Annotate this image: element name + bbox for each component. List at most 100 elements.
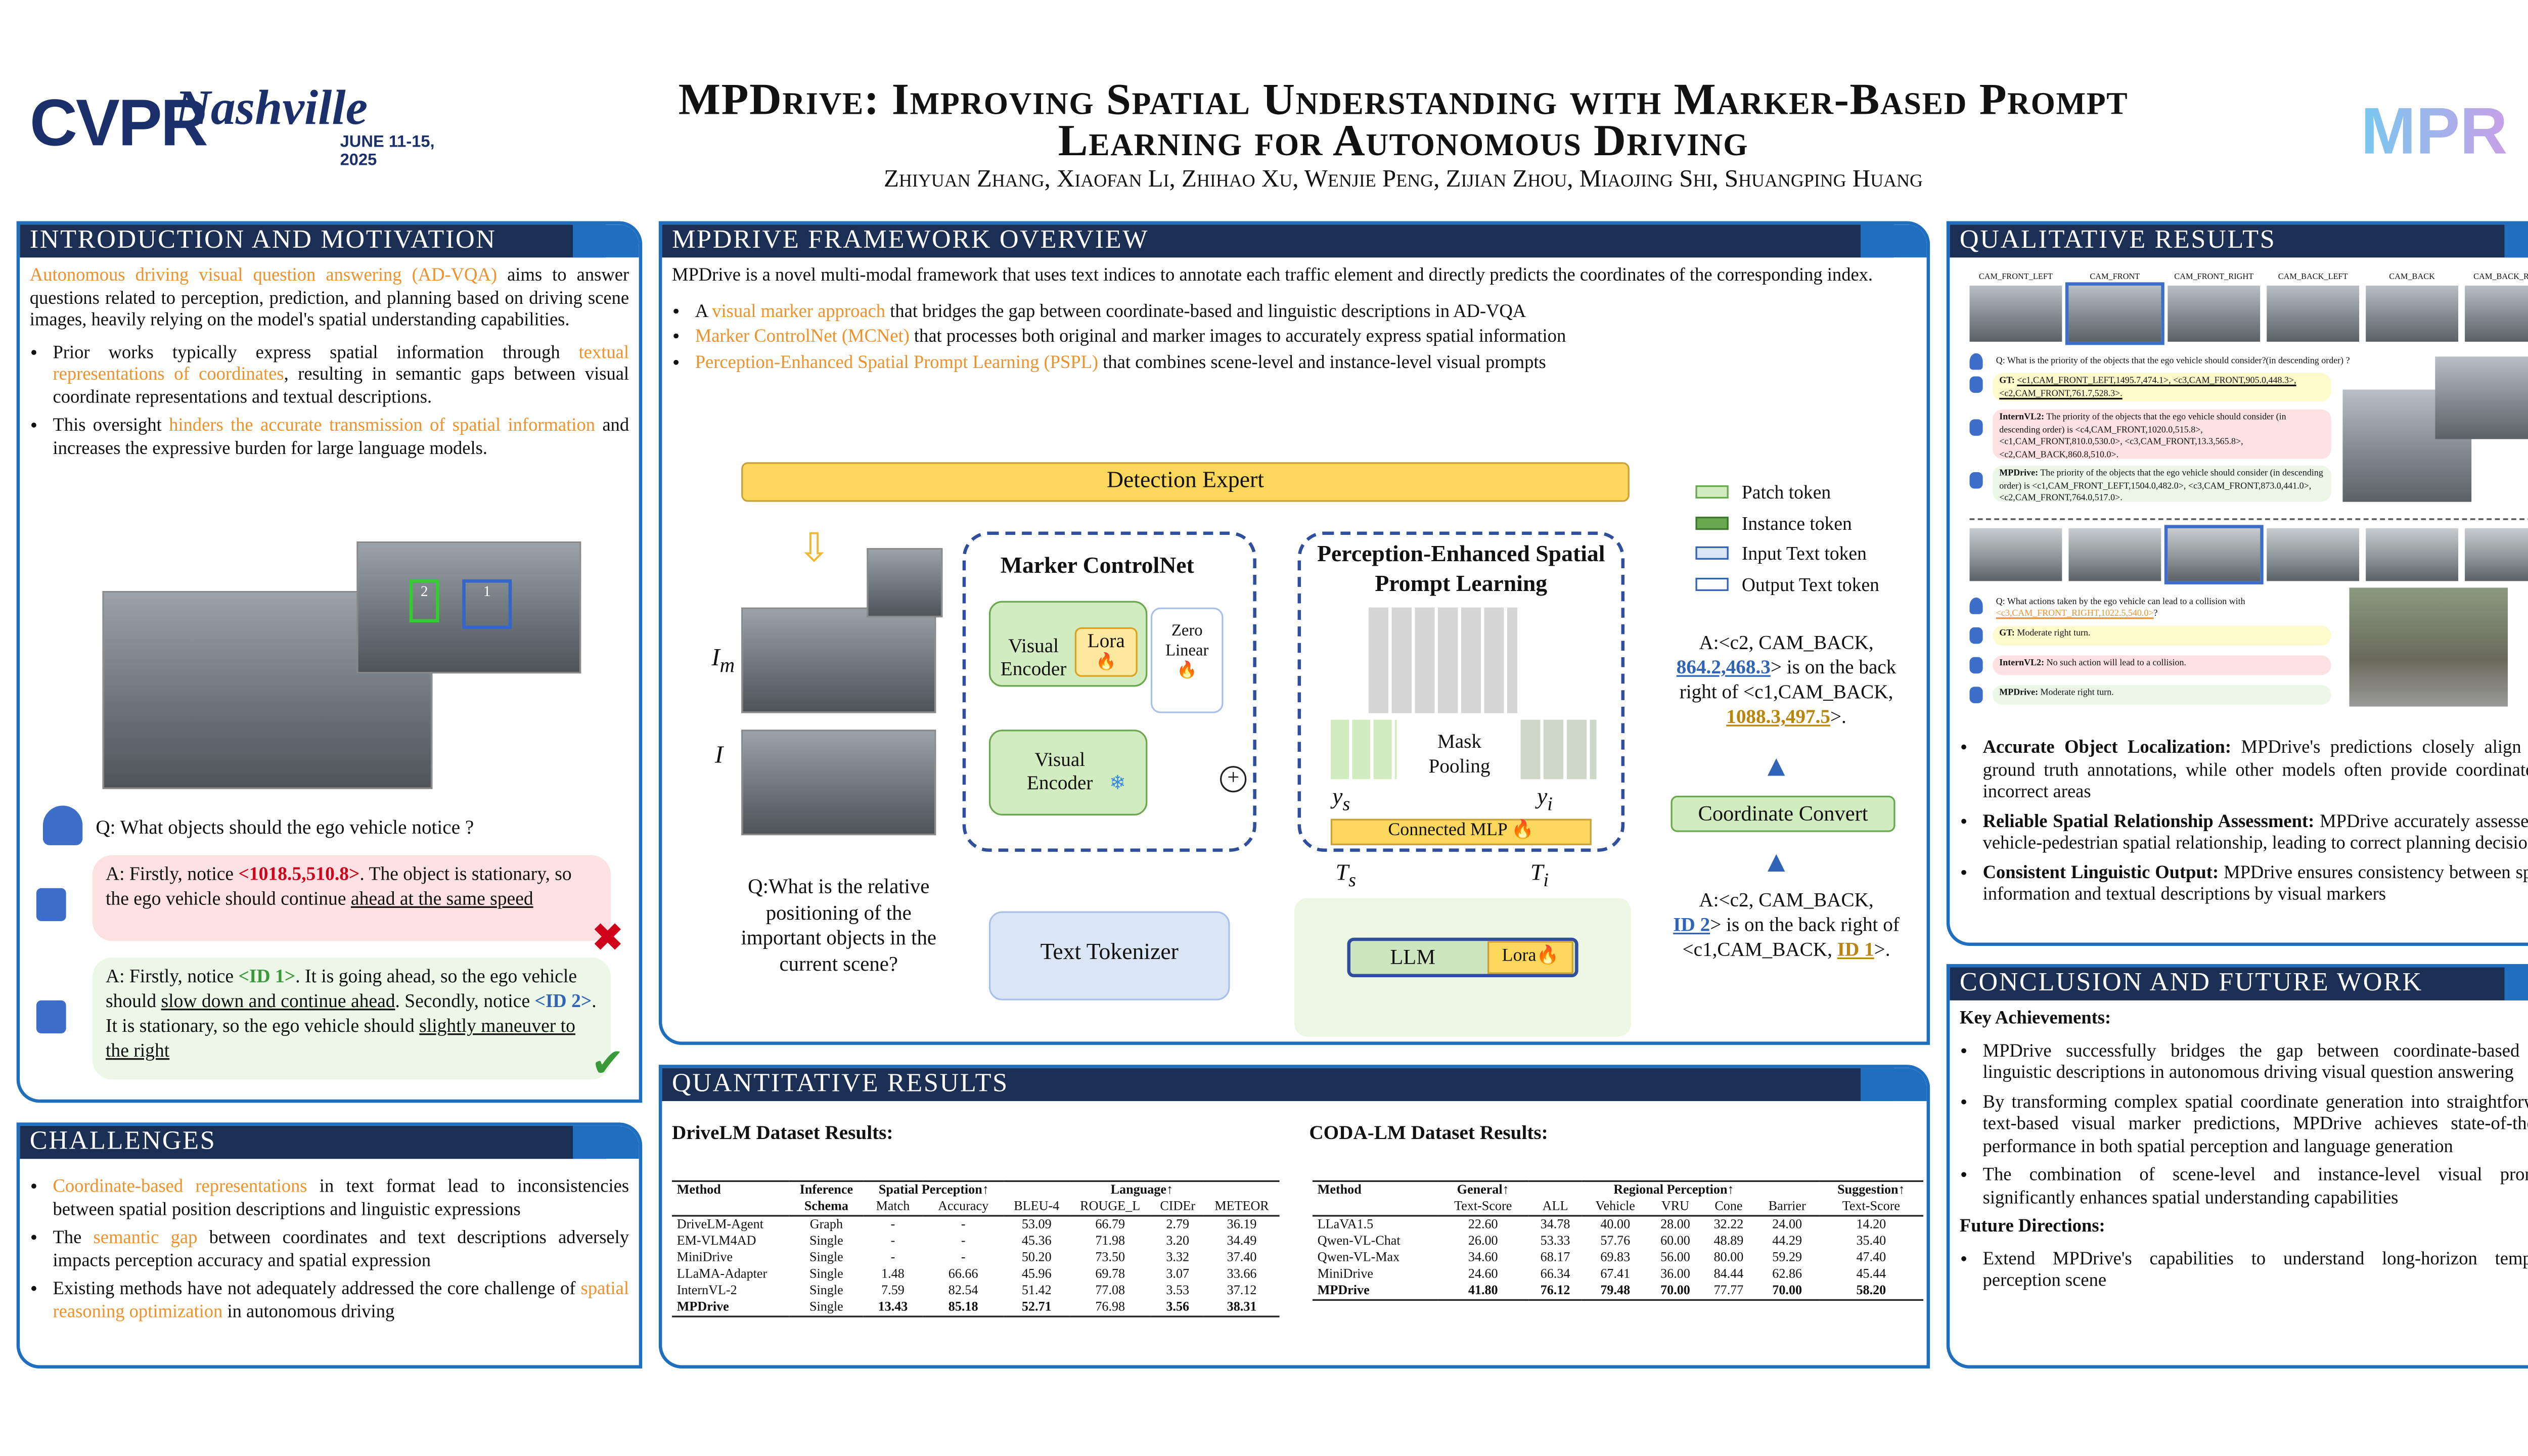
text: A: Firstly, notice [105, 865, 239, 885]
column-header: Method [676, 1181, 721, 1197]
table-cell: 77.08 [1095, 1283, 1125, 1298]
text: Output Text token [1741, 575, 1879, 596]
text: Zero Linear [1165, 622, 1209, 661]
instance-patches [1520, 719, 1597, 780]
authors: Zhiyuan Zhang, Xiaofan Li, Zhihao Xu, We… [884, 166, 1923, 194]
camera-row-2 [1969, 525, 2528, 584]
column-header: VRU [1661, 1198, 1690, 1213]
drivelm-caption: DriveLM Dataset Results: [671, 1121, 893, 1144]
challenges-title: Challenges [20, 1125, 639, 1159]
text: m [719, 654, 735, 677]
column-header: Text-Score [1454, 1198, 1512, 1213]
text: s [1342, 793, 1350, 815]
marker-1: 1 [462, 579, 512, 629]
coord: 864.2,468.3 [1676, 655, 1771, 679]
table-cell: 56.00 [1660, 1249, 1690, 1265]
text: A:<c2, CAM_BACK, [1699, 888, 1874, 912]
text: i [1543, 870, 1549, 891]
camera-view: CAM_BACK_LEFT [2267, 274, 2360, 350]
table-cell: EM-VLM4AD [676, 1233, 756, 1248]
table-cell: 35.40 [1856, 1233, 1886, 1248]
wrong-answer: A: Firstly, notice <1018.5,510.8>. The o… [92, 855, 611, 941]
camera-label: CAM_BACK_LEFT [2278, 274, 2348, 283]
table-cell: 37.12 [1227, 1283, 1257, 1298]
table-cell: - [961, 1216, 966, 1232]
table-cell: Qwen-VL-Chat [1317, 1233, 1401, 1248]
camera-image [2065, 282, 2164, 345]
label-ys: ys [1332, 786, 1350, 815]
text: >. [1830, 705, 1846, 728]
label: MPDrive: [1999, 688, 2039, 699]
robot-icon [36, 1000, 66, 1034]
text: . It is going ahead, so the ego vehicle … [105, 967, 577, 1012]
text: The [53, 1228, 94, 1248]
table-cell: 73.50 [1095, 1249, 1125, 1265]
table-cell: 32.22 [1713, 1216, 1744, 1232]
text: Lora [1087, 629, 1125, 652]
column-header: ROUGE_L [1080, 1198, 1141, 1213]
table-cell: MiniDrive [676, 1249, 733, 1265]
table-cell: 59.29 [1772, 1249, 1802, 1265]
table-cell: 3.53 [1166, 1283, 1190, 1298]
robot-icon [1969, 419, 1983, 436]
table-cell: 85.18 [948, 1299, 978, 1314]
text-tokenizer: Text Tokenizer [988, 911, 1230, 1000]
table-cell: 40.00 [1600, 1216, 1631, 1232]
correct-answer: A: Firstly, notice <ID 1>. It is going a… [92, 957, 611, 1080]
text: > is on the back right of <c1,CAM_BACK, [1682, 913, 1900, 961]
column-header: METEOR [1214, 1198, 1269, 1213]
poster-title: MPDrive: Improving Spatial Understanding… [462, 74, 2344, 163]
camera-image [2164, 525, 2264, 584]
column-header: Suggestion↑ [1837, 1181, 1905, 1197]
pspl-region [1297, 531, 1625, 852]
table-cell: 34.78 [1540, 1216, 1570, 1232]
camera-view: CAM_FRONT_LEFT [1969, 274, 2062, 350]
robot-icon [1969, 472, 1983, 489]
scene-image-2 [2349, 587, 2508, 707]
column-header: Text-Score [1842, 1198, 1901, 1213]
marker-2: 2 [409, 579, 439, 623]
mpr-logo: MPR [2361, 96, 2507, 170]
conclusion-panel: Conclusion and Future Work Key Achieveme… [1946, 964, 2528, 1369]
column-header: General↑ [1457, 1181, 1509, 1197]
table-cell: - [890, 1249, 895, 1265]
conference-dates: JUNE 11-15, 2025 [340, 133, 435, 170]
table-cell: 76.12 [1540, 1283, 1570, 1298]
table-cell: 77.77 [1713, 1283, 1744, 1298]
label: GT: [1999, 376, 2015, 387]
table-cell: Single [809, 1283, 843, 1298]
text: Visual Encoder [1026, 748, 1093, 794]
camera-view: CAM_BACK_RIGHT [2465, 274, 2528, 350]
user-icon [1969, 353, 1983, 370]
table-cell: 1.48 [881, 1266, 905, 1281]
framework-bullet: Marker ControlNet (MCNet) that processes… [695, 327, 1917, 349]
title-line-1: MPDrive: Improving Spatial Understanding… [678, 74, 2129, 124]
bullet-text: MPDrive accurately assesses the vehicle-… [1982, 811, 2528, 854]
label-yi: yi [1537, 786, 1553, 815]
table-cell: 13.43 [878, 1299, 908, 1314]
table-cell: 71.98 [1095, 1233, 1125, 1248]
camera-image [2366, 285, 2459, 342]
column-header: Spatial Perception↑ [878, 1181, 989, 1197]
camera-image [1969, 528, 2062, 581]
highlight: visual marker approach [712, 301, 886, 322]
challenge-item: The semantic gap between coordinates and… [53, 1228, 629, 1272]
table-cell: 66.34 [1540, 1266, 1570, 1281]
scene-patches [1330, 719, 1397, 780]
column-header: CIDEr [1160, 1198, 1196, 1213]
table-cell: 68.17 [1540, 1249, 1570, 1265]
column-header: Barrier [1768, 1198, 1806, 1213]
qualitative-title: Qualitative Results [1950, 224, 2528, 258]
highlight: Marker ControlNet (MCNet) [695, 327, 910, 347]
table-cell: 34.60 [1468, 1249, 1498, 1265]
pspl-label: Perception-Enhanced Spatial Prompt Learn… [1317, 543, 1605, 598]
table-cell: 84.44 [1713, 1266, 1744, 1281]
table-cell: 76.98 [1095, 1299, 1125, 1314]
